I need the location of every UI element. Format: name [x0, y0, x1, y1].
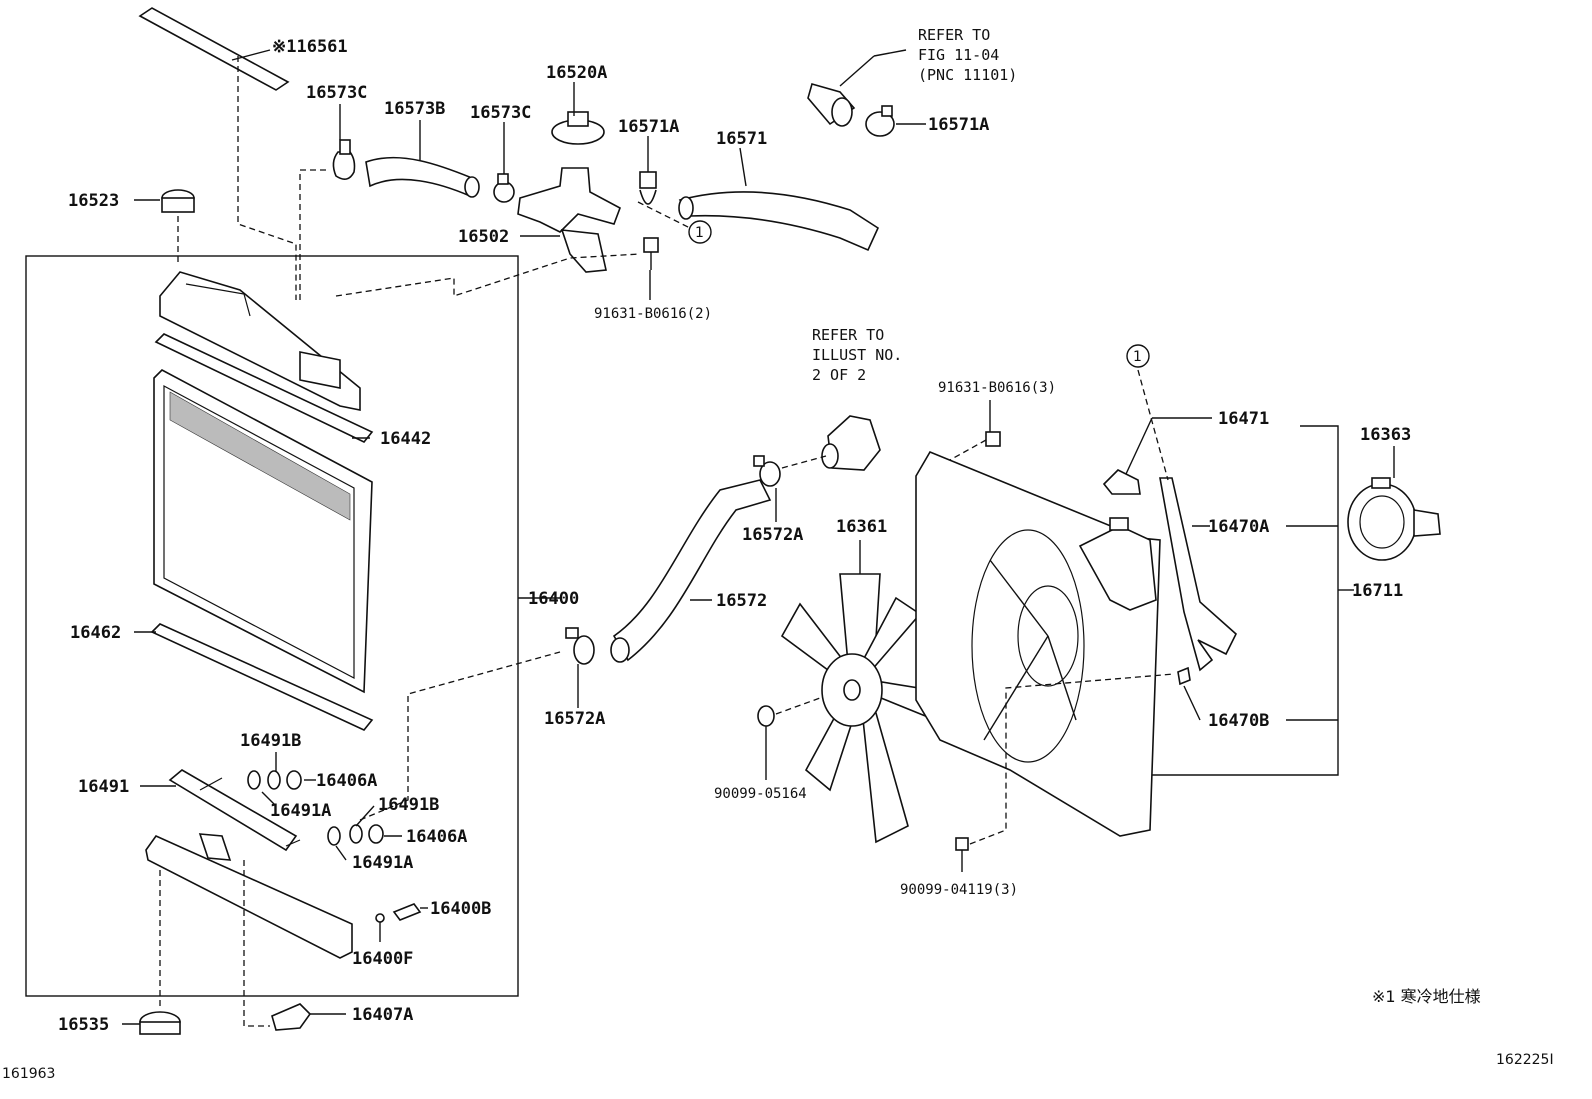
gasket-16462	[150, 623, 374, 731]
refer-top-line3: (PNC 11101)	[918, 66, 1017, 84]
label-16471: 16471	[1218, 409, 1269, 429]
label-16407a: 16407A	[352, 1005, 413, 1025]
label-16442: 16442	[380, 429, 431, 449]
label-16491b-a: 16491B	[240, 731, 301, 751]
label-16572a-no2: 16572A	[742, 525, 803, 545]
label-16571a-b: 16571A	[928, 115, 989, 135]
gasket-16442	[154, 333, 374, 443]
label-16470b: 16470B	[1208, 711, 1269, 731]
oring-16400f	[375, 913, 385, 923]
label-16361: 16361	[836, 517, 887, 537]
fan-shroud-assembly-bracket	[1152, 425, 1339, 776]
reservoir-cap-16471	[1102, 469, 1141, 495]
label-90099-05164: 90099-05164	[714, 786, 807, 802]
label-16571a-a: 16571A	[618, 117, 679, 137]
fan-shroud	[915, 450, 1161, 837]
fan-16361	[780, 573, 957, 844]
circle-marker-right: 1	[1126, 344, 1150, 368]
refer-mid-line2: ILLUST NO.	[812, 346, 902, 364]
refer-top-line1: REFER TO	[918, 26, 990, 44]
hose-16470a	[1159, 477, 1237, 672]
hose-16573b	[365, 156, 480, 198]
label-91631-3: 91631-B0616(3)	[938, 380, 1056, 396]
circle-marker-right-text: 1	[1133, 349, 1142, 365]
label-16520a: 16520A	[546, 63, 607, 83]
radiator-upper-tank	[159, 271, 361, 411]
plug-16523	[161, 189, 195, 213]
refer-top-line2: FIG 11-04	[918, 46, 999, 64]
label-16400b: 16400B	[430, 899, 491, 919]
cushion-16535	[139, 1011, 181, 1035]
footnote-cold-climate: ※1 寒冷地仕様	[1372, 987, 1481, 1006]
refer-mid-line3: 2 OF 2	[812, 366, 866, 384]
thermostat-housing	[821, 415, 881, 471]
label-16711: 16711	[1352, 581, 1403, 601]
label-90099-04119: 90099-04119(3)	[900, 882, 1018, 898]
label-16400: 16400	[528, 589, 579, 609]
label-16561: ※116561	[272, 37, 348, 57]
label-16491a-a: 16491A	[270, 801, 331, 821]
label-16491b-b: 16491B	[378, 795, 439, 815]
bolt-91631-3	[985, 431, 1001, 447]
label-91631-2: 91631-B0616(2)	[594, 306, 712, 322]
label-16406a-b: 16406A	[406, 827, 467, 847]
corner-code-left: 161963	[2, 1066, 55, 1082]
label-16491a-b: 16491A	[352, 853, 413, 873]
hose-16571	[678, 191, 880, 252]
corner-code-right: 162225I	[1496, 1052, 1554, 1068]
label-16573b: 16573B	[384, 99, 445, 119]
label-16470a: 16470A	[1208, 517, 1269, 537]
leader-lines	[122, 49, 1395, 1025]
water-outlet-16502	[517, 167, 621, 273]
label-16400f: 16400F	[352, 949, 413, 969]
label-16491: 16491	[78, 777, 129, 797]
label-16535: 16535	[58, 1015, 109, 1035]
pipe-refer-fig	[807, 83, 856, 127]
circle-marker-upper-text: 1	[695, 225, 704, 241]
clamp-16571a-right	[865, 105, 895, 137]
label-16572a-no1: 16572A	[544, 709, 605, 729]
lower-hose-16572	[610, 479, 772, 663]
clamp-16573c-left	[332, 139, 356, 180]
reserve-tank	[1078, 517, 1157, 611]
bolt-91631-2	[643, 237, 659, 270]
washers-16491	[247, 770, 384, 846]
clamp-16573c-right	[493, 173, 515, 203]
radiator-lower-tank	[145, 833, 353, 959]
label-16571: 16571	[716, 129, 767, 149]
label-16462: 16462	[70, 623, 121, 643]
radiator-cap-16520a	[551, 111, 605, 145]
label-16406a-a: 16406A	[316, 771, 377, 791]
fitting-16407a	[271, 1003, 312, 1031]
refer-mid-line1: REFER TO	[812, 326, 884, 344]
radiator-core	[153, 369, 373, 694]
nut-90099-05164	[757, 705, 775, 727]
seal-strip-part	[138, 7, 290, 91]
label-16523: 16523	[68, 191, 119, 211]
drain-plug-16400b	[392, 903, 422, 921]
radiator-assembly-box	[25, 255, 519, 997]
clamp-16470b	[1177, 666, 1191, 686]
clamp-16572a-no1	[565, 627, 595, 665]
clamp-16571a-left	[639, 171, 657, 205]
label-16573c-b: 16573C	[470, 103, 531, 123]
label-16502: 16502	[458, 227, 509, 247]
label-16572: 16572	[716, 591, 767, 611]
clamp-16572a-no2	[753, 455, 781, 487]
label-16363: 16363	[1360, 425, 1411, 445]
bolt-90099-04119	[955, 837, 969, 851]
oil-cooler-pipe-16491	[168, 769, 301, 852]
circle-marker-upper: 1	[688, 220, 712, 244]
label-16573c-a: 16573C	[306, 83, 367, 103]
fan-motor-16363	[1347, 477, 1441, 561]
